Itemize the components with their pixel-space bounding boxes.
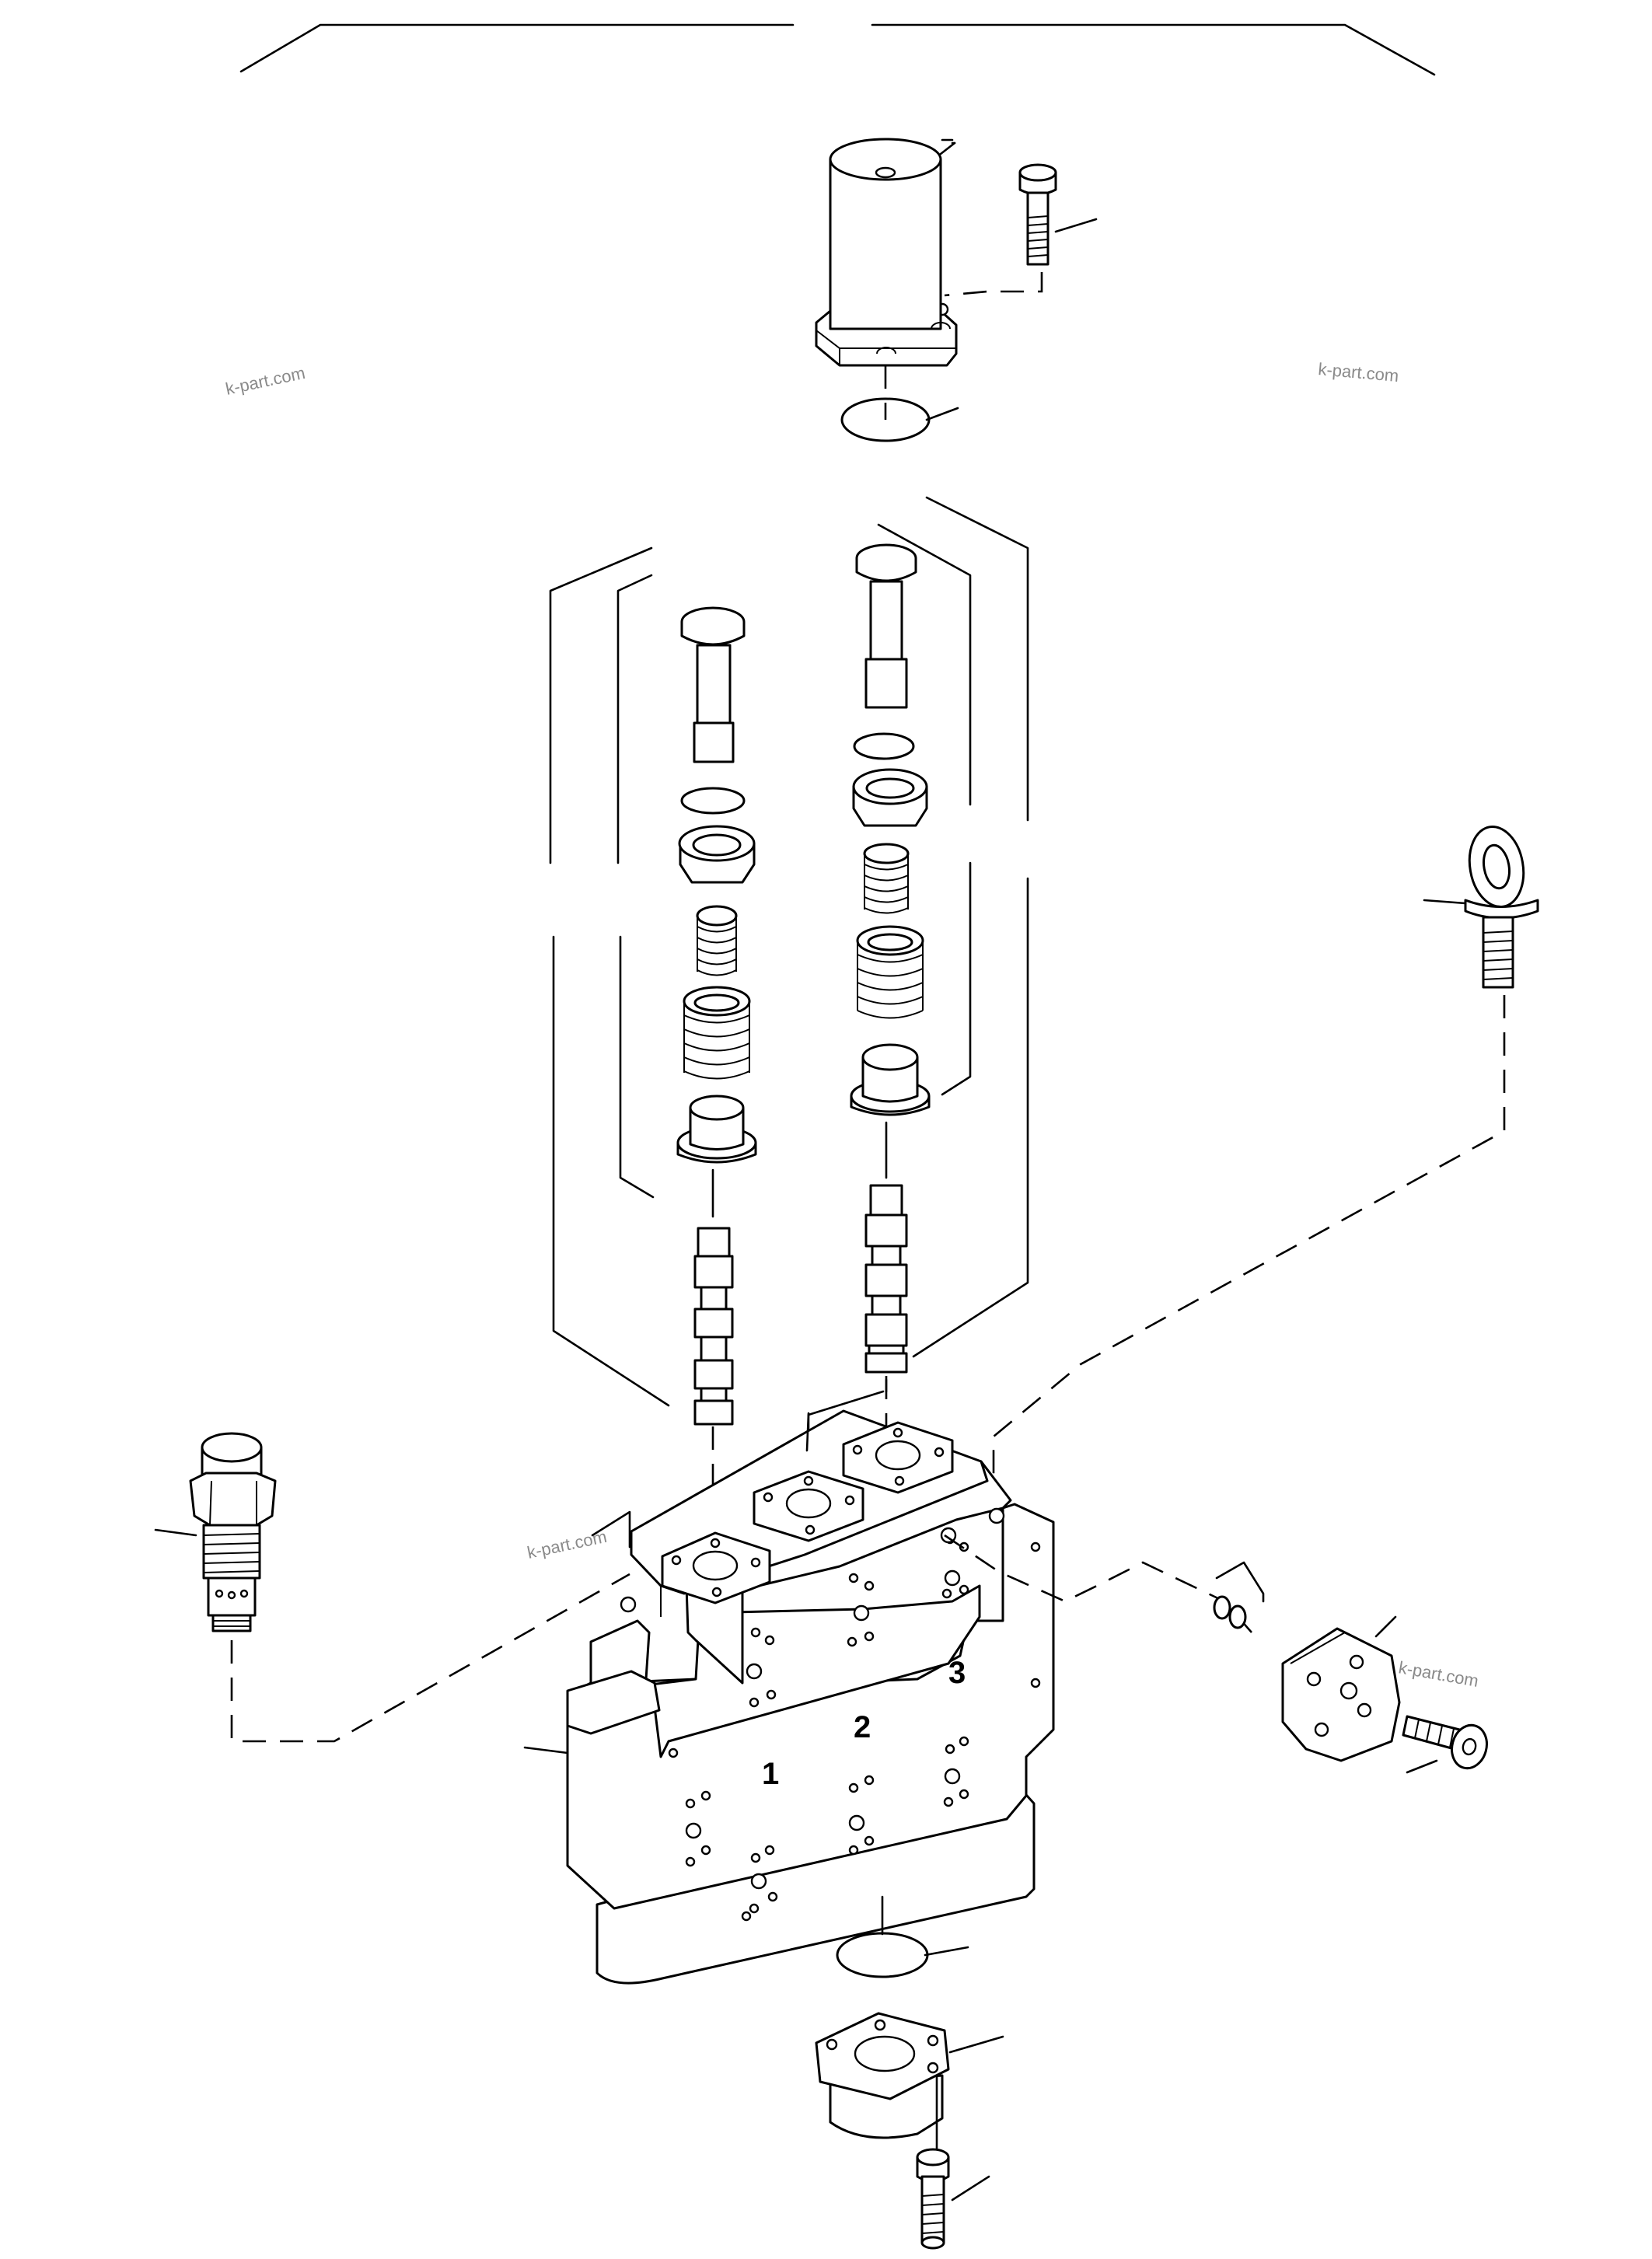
left-main-spool	[693, 1227, 734, 1426]
watermark: k-part.com	[224, 363, 307, 399]
right-spool-bracket	[877, 496, 1029, 1358]
side-cover-plate	[1281, 1615, 1401, 1762]
left-spool-bracket	[549, 546, 670, 1407]
right-spring-seat	[852, 768, 928, 827]
left-spring-seat	[678, 825, 756, 884]
body-face-holes	[668, 1527, 1041, 1922]
right-pilot-plunger	[855, 543, 917, 709]
side-cap-screw	[1402, 1715, 1488, 1774]
top-group-bracket	[239, 23, 1436, 76]
right-inner-spring	[863, 843, 910, 914]
bottom-cap-screw	[916, 2148, 990, 2250]
tapped-hole	[620, 1596, 637, 1613]
right-outer-spring	[856, 925, 924, 1019]
relief-valve-cartridge	[154, 1432, 277, 1632]
right-o-ring	[853, 732, 915, 760]
solenoid-actuator	[815, 138, 958, 367]
watermark: k-part.com	[1397, 1657, 1480, 1691]
section-number-2: 2	[854, 1710, 871, 1744]
bottom-flange	[815, 2012, 1004, 2139]
port-plate-2	[753, 1470, 864, 1542]
solenoid-o-ring	[840, 397, 959, 442]
section-number-3: 3	[948, 1656, 966, 1690]
solenoid-bolt	[1018, 163, 1098, 266]
left-o-ring	[680, 787, 746, 815]
left-inner-spring	[696, 905, 738, 976]
left-retainer	[676, 1095, 757, 1164]
port-plate-3	[842, 1421, 954, 1494]
side-o-rings	[1213, 1561, 1265, 1629]
eye-bolt	[1423, 825, 1539, 989]
watermark: k-part.com	[1318, 359, 1400, 386]
left-outer-spring	[683, 986, 751, 1080]
section-number-1: 1	[762, 1757, 779, 1791]
tapped-hole	[988, 1507, 1005, 1524]
right-main-spool	[864, 1184, 908, 1374]
left-pilot-plunger	[680, 606, 746, 763]
bottom-o-ring	[836, 1932, 969, 1978]
port-plate-1	[661, 1531, 771, 1604]
watermark: k-part.com	[526, 1527, 609, 1562]
right-retainer	[850, 1043, 931, 1116]
